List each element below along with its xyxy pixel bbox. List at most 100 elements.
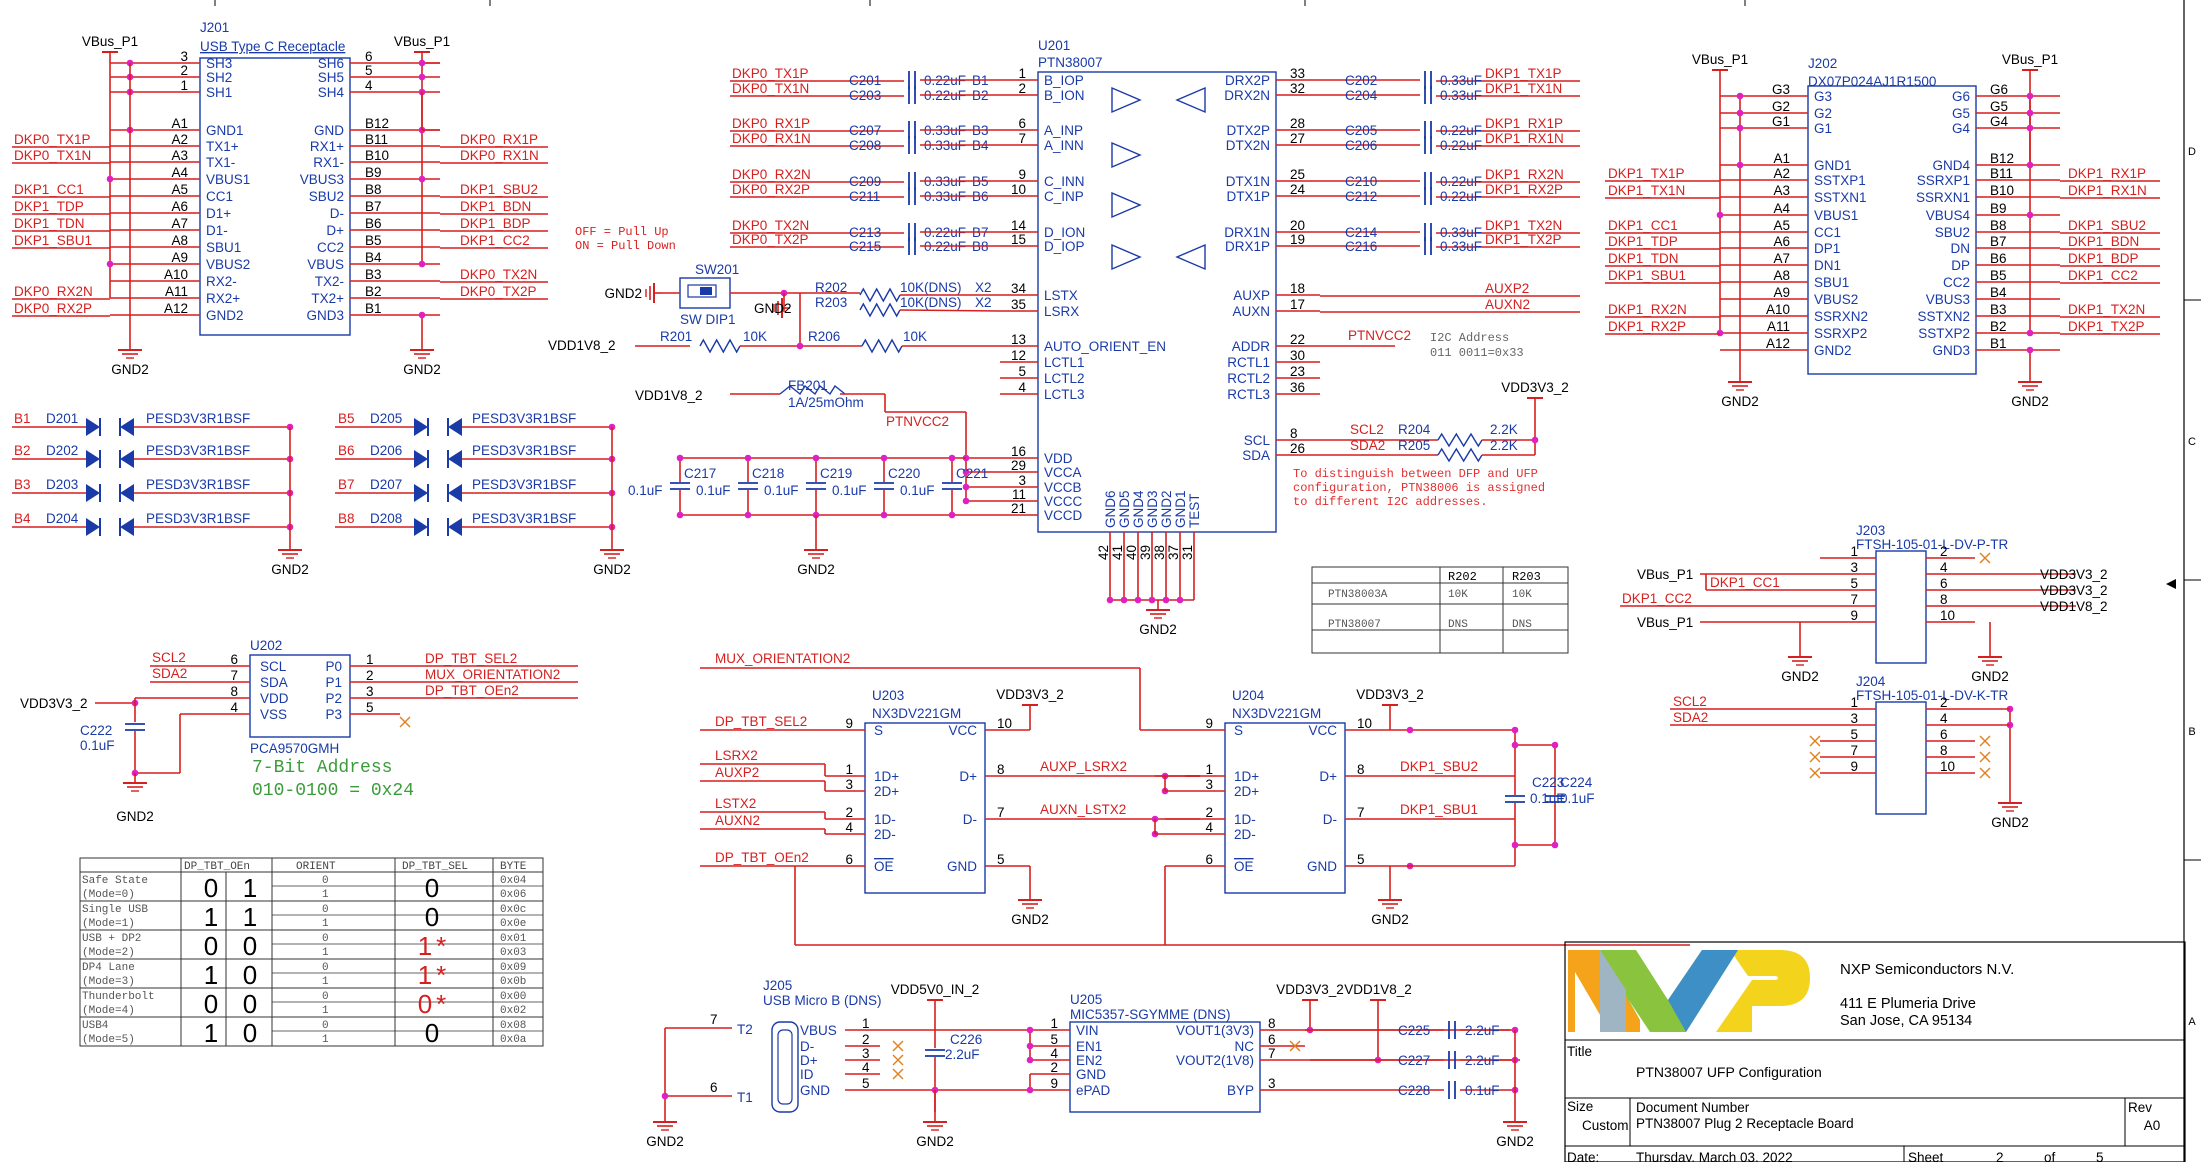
pin-number: 6: [1940, 727, 1948, 742]
byte-value: 0x01: [500, 933, 527, 945]
pin-name: VBUS1: [1814, 208, 1858, 223]
pin-name: D_IOP: [1044, 239, 1085, 254]
nxp-logo: [1668, 950, 1738, 1032]
pin-number: B12: [1990, 151, 2014, 166]
pin-name: D+: [959, 769, 977, 784]
pin-number: 7: [1268, 1046, 1276, 1061]
junction-dot: [1406, 726, 1414, 734]
net-label: SDA2: [152, 666, 187, 681]
junction-dot: [661, 1092, 669, 1100]
part-name: USB Type C Receptacle: [200, 39, 345, 54]
pin-name: VDD: [260, 691, 289, 706]
border-letter: B: [2188, 726, 2195, 738]
junction-dot: [1511, 841, 1519, 849]
gnd-label: GND2: [116, 809, 154, 824]
pin-name: GND: [947, 859, 977, 874]
pin-name: G4: [1952, 121, 1971, 136]
net-label: DKP0_RX1P: [732, 116, 810, 131]
net-label: DKP1_TDP: [14, 199, 84, 214]
pin-name: RX2+: [206, 291, 240, 306]
power-label: VDD1V8_2: [1344, 982, 1412, 997]
ic-u201: U201PTN38007B_IOP1B_ION2A_INP6A_INN7C_IN…: [730, 38, 1580, 637]
part-name: PTN38007: [1038, 55, 1103, 70]
ref-designator: U203: [872, 688, 904, 703]
pin-number: A10: [164, 267, 188, 282]
part-name: PCA9570GMH: [250, 741, 339, 756]
net-label: DP_TBT_SEL2: [425, 651, 517, 666]
pin-number: B2: [365, 284, 382, 299]
pin-number: 7: [1850, 592, 1858, 607]
pin-number: 9: [845, 716, 853, 731]
ref-designator: R202: [815, 280, 847, 295]
pin-name: GND2: [1159, 490, 1174, 528]
gnd-label: GND2: [1971, 669, 2009, 684]
ref-designator: C211: [849, 189, 880, 204]
configuration-note: configuration, PTN38006 is assigned: [1293, 481, 1545, 495]
net-label: DKP1_TX1P: [1608, 166, 1685, 181]
gnd-label: GND2: [797, 562, 835, 577]
part-name: MIC5357-SGYMME (DNS): [1070, 1007, 1231, 1022]
pin-name: T1: [737, 1090, 753, 1105]
pin-number: G3: [1772, 82, 1790, 97]
pin-number: 3: [862, 1046, 870, 1061]
junction-dot: [2026, 346, 2034, 354]
pin-name: EN2: [1076, 1053, 1102, 1068]
ref-designator: C219: [820, 466, 852, 481]
pin-number: G6: [1990, 82, 2008, 97]
orient-value: 1: [322, 1005, 329, 1017]
net-label: DP_TBT_OEn2: [425, 683, 519, 698]
pin-name: ePAD: [1076, 1083, 1111, 1098]
pin-name: T2: [737, 1022, 753, 1037]
ref-designator: C214: [1345, 225, 1378, 240]
pin-name: 1D+: [874, 769, 899, 784]
pin-name: DRX2N: [1224, 88, 1270, 103]
part-name: PESD3V3R1BSF: [146, 411, 250, 426]
pin-number: 39: [1138, 545, 1153, 560]
ref-designator: D207: [370, 477, 402, 492]
pin-number: 4: [230, 700, 238, 715]
net-label: DKP1_RX1N: [2068, 183, 2147, 198]
component-value: 10K: [903, 329, 927, 344]
power-label: VDD3V3_2: [1501, 380, 1569, 395]
pin-name: D1-: [206, 223, 228, 238]
junction-dot: [1716, 211, 1724, 219]
part-name: FTSH-105-01-L-DV-K-TR: [1856, 688, 2009, 703]
pin-number: 2: [1205, 805, 1213, 820]
pin-number: 22: [1290, 332, 1305, 347]
border-letter: D: [2188, 146, 2196, 158]
net-label: LSTX2: [715, 796, 756, 811]
table-cell: DNS: [1448, 619, 1468, 631]
pin-name: OE: [1234, 859, 1254, 874]
oen-bit: 1: [204, 902, 218, 932]
field-label: Title: [1567, 1044, 1592, 1059]
document-number: PTN38007 Plug 2 Receptacle Board: [1636, 1116, 1854, 1131]
net-label: DKP1_TDP: [1608, 234, 1678, 249]
part-name: NX3DV221GM: [872, 706, 961, 721]
pin-name: VCC: [948, 723, 977, 738]
power-label: VDD3V3_2: [1356, 687, 1424, 702]
pin-number: 24: [1290, 182, 1306, 197]
field-label: of: [2044, 1150, 2056, 1162]
pin-name: LCTL2: [1044, 371, 1085, 386]
part-name: PESD3V3R1BSF: [472, 477, 576, 492]
pin-number: 6: [710, 1080, 718, 1095]
pin-number: 34: [1011, 281, 1027, 296]
pin-name: ID: [800, 1067, 814, 1082]
junction-dot: [418, 59, 426, 67]
pin-name: CC1: [1814, 225, 1841, 240]
oen-bit: 0: [243, 1018, 257, 1048]
junction-dot: [948, 454, 956, 462]
part-name: DX07P024AJ1R1500: [1808, 74, 1936, 89]
i2c-address-note: 7-Bit Address: [252, 758, 392, 778]
sel-value: 0*: [418, 989, 451, 1019]
nxp-logo: [1716, 950, 1810, 1032]
net-label: DKP1_RX2N: [1485, 167, 1564, 182]
net-label: AUXN_LSTX2: [1040, 802, 1126, 817]
field-label: Sheet: [1908, 1150, 1944, 1162]
pin-number: 8: [1357, 762, 1365, 777]
pin-number: B3: [365, 267, 382, 282]
net-label: LSRX2: [715, 748, 758, 763]
